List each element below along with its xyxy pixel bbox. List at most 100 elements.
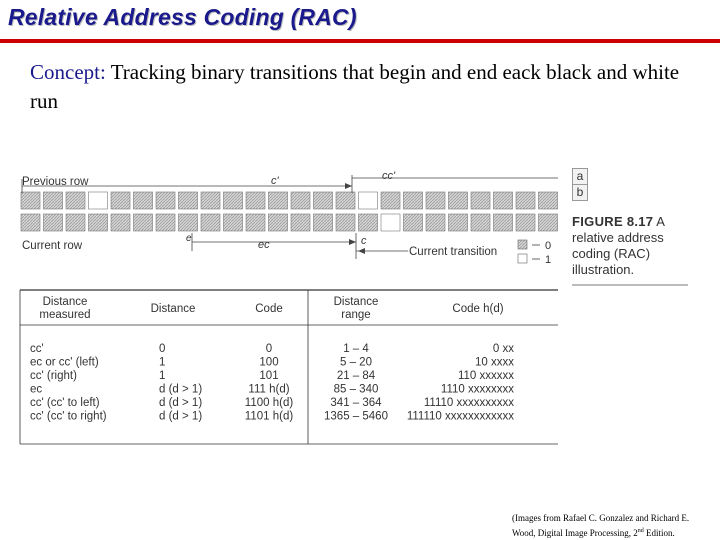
- current-row-pixel: [493, 213, 513, 232]
- figure-caption: a b FIGURE 8.17 A relative address codin…: [572, 168, 690, 286]
- cell-code: 1100 h(d): [245, 397, 294, 409]
- current-row-pixel: [178, 213, 198, 232]
- current-row-pixel: [425, 213, 446, 232]
- current-row-pixel: [268, 213, 288, 232]
- cell-code-hd: 10 xxxx: [475, 357, 514, 369]
- current-row-pixel: [155, 213, 176, 232]
- previous-row-pixel: [223, 191, 243, 210]
- previous-row-pixel: [380, 191, 401, 210]
- header-distance-measured-line2: measured: [39, 309, 90, 321]
- credit-line-1: (Images from Rafael C. Gonzalez and Rich…: [512, 513, 690, 523]
- cell-distance: d (d > 1): [159, 397, 202, 409]
- previous-row-pixel: [268, 191, 288, 210]
- current-row-label: Current row: [22, 240, 83, 252]
- concept-description: Tracking binary transitions that begin a…: [30, 60, 680, 113]
- previous-row-label: Previous row: [22, 176, 89, 188]
- current-transition-label: Current transition: [409, 246, 497, 258]
- previous-row-pixel: [155, 191, 176, 210]
- concept-text: Concept: Tracking binary transitions tha…: [30, 58, 690, 116]
- cell-code-hd: 111110 xxxxxxxxxxxx: [407, 411, 514, 423]
- previous-row-pixel: [65, 191, 86, 210]
- cell-distance-range: 341 – 364: [330, 397, 382, 409]
- current-row-pixel: [65, 213, 86, 232]
- current-row-pixel: [313, 213, 333, 232]
- rac-figure: Previous row Current row c' cc' e ec c C…: [19, 170, 558, 445]
- cell-code-hd: 0 xx: [493, 343, 514, 355]
- c-label: c: [361, 235, 367, 247]
- header-code-hd: Code h(d): [452, 303, 503, 315]
- slide-title: Relative Address Coding (RAC): [8, 4, 357, 30]
- c-prime-arrowhead: [345, 183, 352, 189]
- previous-row-pixel: [43, 191, 63, 210]
- previous-row-pixel: [470, 191, 491, 210]
- cell-distance-measured: cc': [30, 343, 44, 355]
- cell-distance-measured: ec or cc' (left): [30, 357, 99, 369]
- e-label: e: [186, 233, 192, 244]
- legend-black-swatch: [517, 239, 528, 250]
- current-row-pixel: [20, 213, 41, 232]
- ec-arrowhead: [349, 239, 356, 245]
- cell-code: 111 h(d): [248, 384, 289, 396]
- panel-label-b: b: [572, 184, 588, 201]
- current-transition-arrowhead: [358, 248, 365, 254]
- previous-row-pixel: [200, 191, 221, 210]
- ec-label: ec: [258, 239, 270, 251]
- cell-distance-range: 21 – 84: [337, 370, 376, 382]
- current-row-pixel: [403, 213, 423, 232]
- previous-row-pixel: [538, 191, 558, 210]
- previous-row-pixel: [178, 191, 198, 210]
- current-row-pixel: [448, 213, 468, 232]
- legend-white-swatch: [517, 253, 528, 264]
- previous-row-pixels: [20, 191, 558, 210]
- previous-row-pixel: [448, 191, 468, 210]
- credit-line-2-end: Edition.: [643, 528, 675, 538]
- header-distance-range-line2: range: [341, 309, 370, 321]
- cell-distance-measured: cc' (right): [30, 370, 77, 382]
- previous-row-pixel: [425, 191, 446, 210]
- cell-code: 100: [259, 357, 278, 369]
- image-credit: (Images from Rafael C. Gonzalez and Rich…: [512, 512, 717, 540]
- previous-row-pixel: [245, 191, 266, 210]
- current-row-pixel: [110, 213, 131, 232]
- current-row-pixels: [20, 213, 558, 232]
- cell-distance-range: 5 – 20: [340, 357, 372, 369]
- title-underline: [0, 39, 720, 43]
- current-row-pixel: [43, 213, 63, 232]
- cell-distance-measured: cc' (cc' to left): [30, 397, 100, 409]
- previous-row-pixel: [133, 191, 153, 210]
- previous-row-pixel: [88, 191, 108, 210]
- header-distance: Distance: [151, 303, 196, 315]
- cell-distance-range: 1365 – 5460: [324, 411, 388, 423]
- header-distance-range-line1: Distance: [334, 296, 379, 308]
- cell-code: 101: [259, 370, 278, 382]
- figure-caption-text: FIGURE 8.17 A relative address coding (R…: [572, 214, 690, 278]
- current-row-pixel: [88, 213, 108, 232]
- cell-code: 1101 h(d): [245, 411, 294, 423]
- header-distance-measured-line1: Distance: [43, 296, 88, 308]
- panel-label-a: a: [572, 168, 588, 185]
- current-row-pixel: [133, 213, 153, 232]
- cell-distance: 0: [159, 343, 165, 355]
- previous-row-pixel: [335, 191, 356, 210]
- figure-description: A relative address coding (RAC) illustra…: [572, 214, 665, 277]
- legend-white-value: 1: [545, 254, 551, 266]
- previous-row-pixel: [358, 191, 378, 210]
- cell-distance-measured: cc' (cc' to right): [30, 411, 107, 423]
- cell-distance: d (d > 1): [159, 411, 202, 423]
- cc-prime-label: cc': [382, 170, 396, 182]
- cell-distance: d (d > 1): [159, 384, 202, 396]
- previous-row-pixel: [493, 191, 513, 210]
- current-row-pixel: [470, 213, 491, 232]
- cell-code: 0: [266, 343, 272, 355]
- current-row-pixel: [245, 213, 266, 232]
- current-row-pixel: [335, 213, 356, 232]
- figure-number: FIGURE 8.17: [572, 214, 654, 229]
- current-row-pixel: [515, 213, 536, 232]
- previous-row-pixel: [20, 191, 41, 210]
- previous-row-pixel: [110, 191, 131, 210]
- header-code: Code: [255, 303, 283, 315]
- credit-superscript: nd: [637, 528, 644, 534]
- concept-label: Concept:: [30, 60, 106, 84]
- current-row-pixel: [538, 213, 558, 232]
